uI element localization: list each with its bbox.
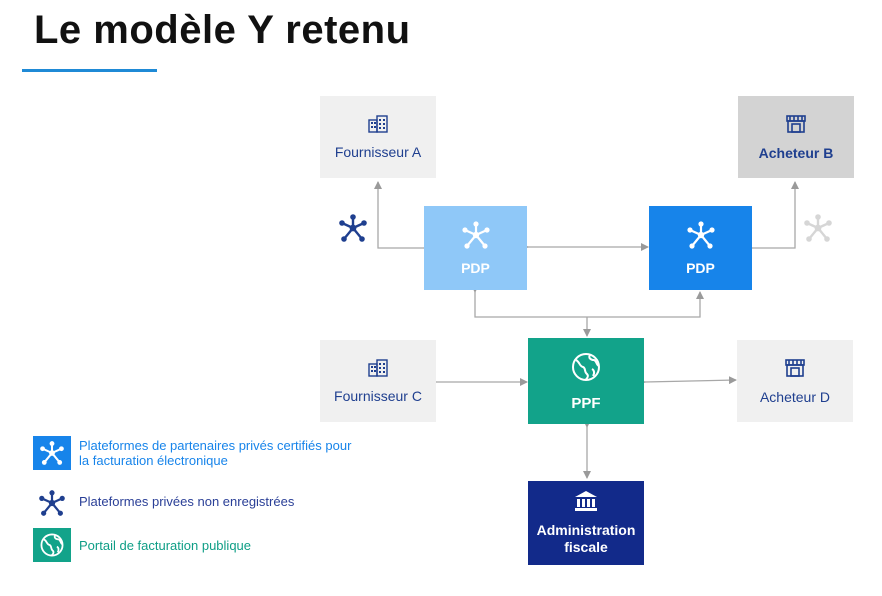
legend-label: Plateformes privées non enregistrées xyxy=(79,494,295,509)
node-pdp-left: PDP xyxy=(424,206,527,290)
bank-icon xyxy=(574,490,598,516)
node-label: PDP xyxy=(461,259,490,276)
legend-label: Portail de facturation publique xyxy=(79,538,252,553)
network-icon xyxy=(338,214,368,247)
legend-label: Plateformes de partenaires privés certif… xyxy=(79,438,352,468)
node-fournisseur-a: Fournisseur A xyxy=(320,96,436,178)
node-label: Fournisseur C xyxy=(334,387,422,404)
node-label: PPF xyxy=(571,394,601,412)
globe-icon xyxy=(33,528,71,562)
shop-icon xyxy=(784,358,806,381)
node-acheteur-b: Acheteur B xyxy=(738,96,854,178)
node-administration: Administration fiscale xyxy=(528,481,644,565)
network-icon xyxy=(461,220,491,252)
node-label: PDP xyxy=(686,259,715,276)
network-icon xyxy=(803,214,833,247)
globe-icon xyxy=(570,351,602,387)
building-icon xyxy=(368,358,388,380)
node-ppf: PPF xyxy=(528,338,644,424)
legend-item-ppf: Portail de facturation publique xyxy=(33,528,251,562)
network-icon xyxy=(33,436,71,470)
network-icon xyxy=(33,486,71,520)
legend-item-non-registered: Plateformes privées non enregistrées xyxy=(33,486,294,520)
shop-icon xyxy=(785,114,807,137)
node-label: Fournisseur A xyxy=(334,143,422,160)
node-label: Acheteur B xyxy=(758,144,834,161)
node-fournisseur-c: Fournisseur C xyxy=(320,340,436,422)
title-underline xyxy=(22,69,157,72)
network-icon xyxy=(686,220,716,252)
node-label: Administration fiscale xyxy=(536,522,636,555)
building-icon xyxy=(368,114,388,136)
node-label: Acheteur D xyxy=(759,388,831,405)
node-pdp-right: PDP xyxy=(649,206,752,290)
node-acheteur-d: Acheteur D xyxy=(737,340,853,422)
page-title: Le modèle Y retenu xyxy=(34,8,411,52)
legend-item-pdp: Plateformes de partenaires privés certif… xyxy=(33,436,354,470)
